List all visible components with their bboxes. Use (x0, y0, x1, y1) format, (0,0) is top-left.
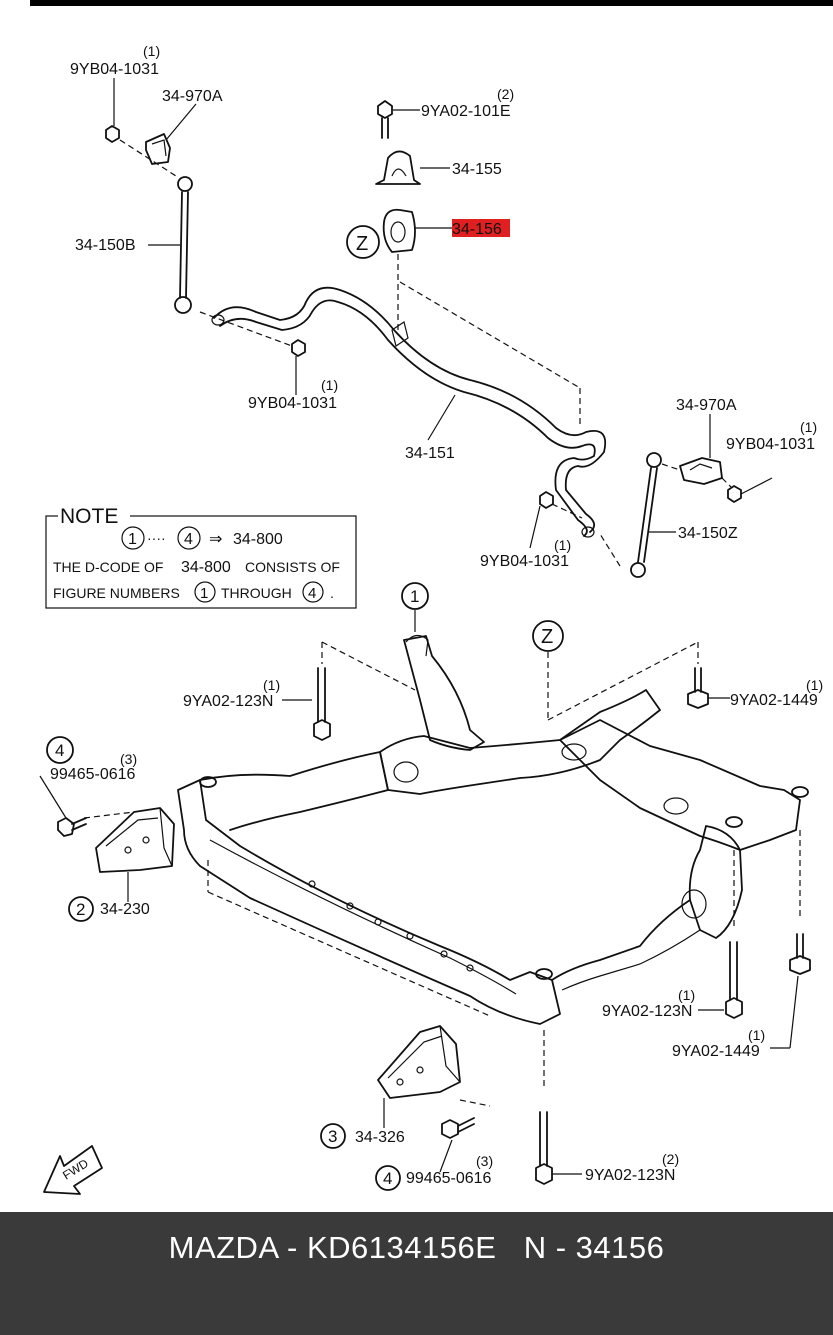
zone-z-upper: Z (346, 225, 380, 259)
bracket-top-left-label: 34-970A (162, 88, 223, 105)
bolt-left-long (282, 667, 331, 741)
link-left (148, 176, 193, 314)
diagram-text: THROUGH (221, 585, 292, 601)
bolt-top (377, 100, 420, 139)
diagram-text: 4 (55, 741, 64, 760)
bolt-small-left (39, 775, 87, 837)
bolt-right-mid (698, 941, 743, 1019)
circle-3: 3 (320, 1123, 346, 1149)
bolt-right-top (687, 667, 730, 709)
nut-top-left-label: 9YB04-1031 (70, 61, 159, 78)
link-right-label: 34-150Z (678, 525, 738, 542)
nut-mid-left (291, 339, 306, 395)
diagram-text: 3 (328, 1127, 337, 1146)
subframe (177, 634, 809, 1025)
diagram-text: THE D-CODE OF (53, 559, 163, 575)
bolt-right-mid-qty: (1) (678, 987, 695, 1003)
diagram-text: Z (541, 626, 553, 648)
bolt-right-mid-label: 9YA02-123N (602, 1003, 692, 1020)
diagram-text: 34-800 (181, 559, 231, 576)
diagram-text: 4 (184, 531, 193, 548)
bolt-right-low-label: 9YA02-1449 (672, 1043, 760, 1060)
nut-right (727, 477, 773, 503)
bolt-right-low (770, 933, 811, 1049)
circle-2: 2 (68, 896, 94, 922)
nut-right-qty: (1) (800, 419, 817, 435)
nut-lower-mid-label: 9YB04-1031 (480, 553, 569, 570)
footer-bar: MAZDA - KD6134156E N - 34156 (0, 1212, 833, 1335)
diagram-text: ···· (147, 530, 166, 546)
stabilizer-bar (211, 286, 607, 538)
bracket-right (679, 414, 723, 485)
bolt-small-bottom-qty: (3) (476, 1153, 493, 1169)
nut-right-label: 9YB04-1031 (726, 436, 815, 453)
parts-diagram: (1) 9YB04-1031 34-970A 34-150B (2) 9YA02… (39, 43, 823, 1195)
diagram-text: ⇒ (209, 531, 222, 548)
nut-mid-left-label: 9YB04-1031 (248, 395, 337, 412)
bolt-bottom-qty: (2) (662, 1151, 679, 1167)
footer-part-number: MAZDA - KD6134156E N - 34156 (168, 1230, 665, 1265)
bolt-top-qty: (2) (497, 86, 514, 102)
bolt-top-label: 9YA02-101E (421, 103, 511, 120)
nut-top-left-qty: (1) (143, 43, 160, 59)
bolt-small-bottom-label: 99465-0616 (406, 1170, 492, 1187)
bolt-small-left-label: 99465-0616 (50, 766, 136, 783)
clamp-34-155 (375, 150, 450, 185)
bolt-small-left-qty: (3) (120, 751, 137, 767)
bolt-bottom-label: 9YA02-123N (585, 1167, 675, 1184)
diagram-text: 4 (383, 1169, 392, 1188)
bolt-left-qty: (1) (263, 677, 280, 693)
bolt-bottom-long (535, 1111, 582, 1185)
nut-lower-mid (529, 491, 554, 549)
diagram-text: 1 (200, 585, 208, 602)
bracket-top-left (145, 103, 197, 165)
nut-lower-mid-qty: (1) (554, 537, 571, 553)
bracket-3-label: 34-326 (355, 1129, 405, 1146)
link-left-label: 34-150B (75, 237, 136, 254)
bracket-2-label: 34-230 (100, 901, 150, 918)
zone-z-lower: Z (532, 620, 564, 652)
diagram-text: 1 (410, 587, 419, 606)
bolt-right-low-qty: (1) (748, 1027, 765, 1043)
bolt-left-label: 9YA02-123N (183, 693, 273, 710)
note-title: NOTE (60, 505, 118, 528)
bolt-small-bottom (439, 1117, 475, 1173)
bracket-right-label: 34-970A (676, 397, 737, 414)
nut-mid-left-qty: (1) (321, 377, 338, 393)
bracket-34-230 (95, 807, 175, 902)
bracket-34-326 (377, 1025, 461, 1128)
diagram-text: 34-800 (233, 531, 283, 548)
bolt-right-top-qty: (1) (806, 677, 823, 693)
diagram-text: Z (356, 233, 368, 255)
bushing-label: 34-156 (452, 221, 502, 238)
diagram-text: 4 (308, 585, 316, 602)
circle-4-left: 4 (46, 736, 74, 764)
top-border (30, 0, 833, 6)
circle-1-top: 1 (401, 582, 429, 632)
diagram-text: 1 (128, 531, 137, 548)
bolt-right-top-label: 9YA02-1449 (730, 692, 818, 709)
diagram-text: FIGURE NUMBERS (53, 585, 180, 601)
clamp-label: 34-155 (452, 161, 502, 178)
note-box: NOTE 1 ···· 4 ⇒ 34-800 THE D-CODE OF 34-… (45, 504, 357, 609)
diagram-text: CONSISTS OF (245, 559, 340, 575)
bushing-34-156 (382, 208, 452, 253)
diagram-text: 2 (76, 900, 85, 919)
fwd-arrow-icon: FWD (43, 1145, 103, 1195)
diagram-text: . (330, 585, 334, 601)
bushing-highlight (452, 219, 510, 237)
stabilizer-label: 34-151 (405, 445, 455, 462)
circle-4-bottom: 4 (375, 1165, 401, 1191)
link-right (630, 452, 676, 578)
nut-top-left (105, 78, 120, 143)
